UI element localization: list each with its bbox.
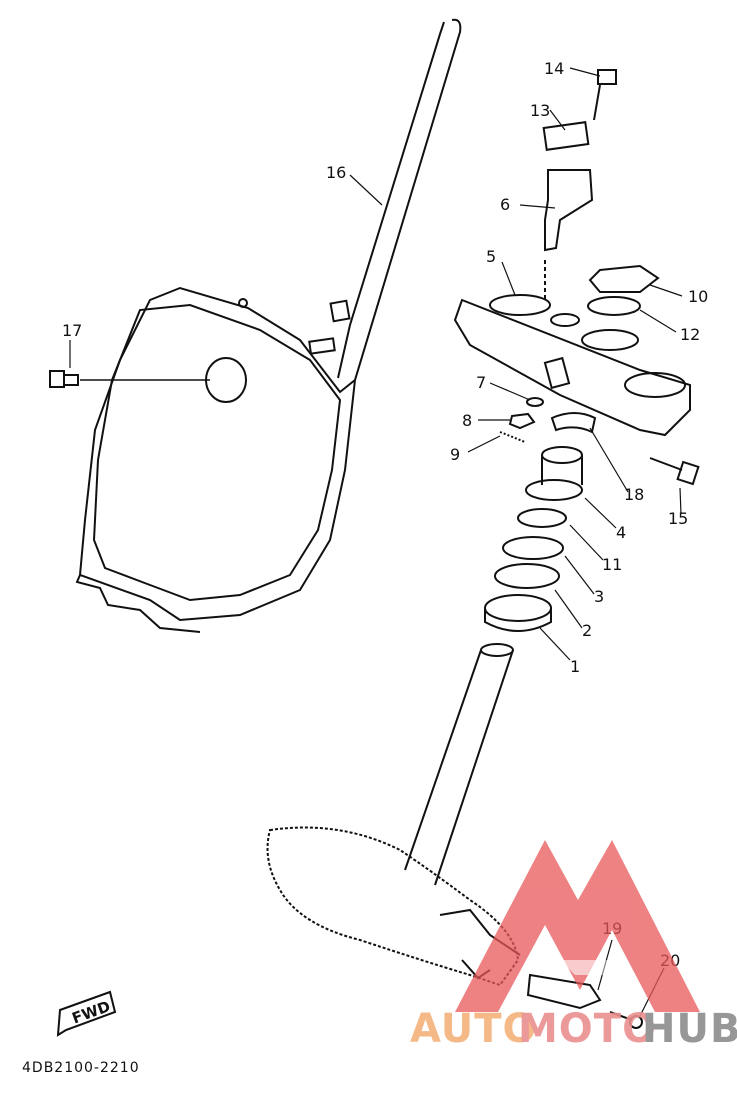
watermark-hub: HUB <box>642 1006 737 1052</box>
callout-10: 10 <box>688 287 708 306</box>
watermark-moto: MOTO <box>518 1006 657 1052</box>
callout-1: 1 <box>570 657 580 676</box>
callout-7: 7 <box>476 373 486 392</box>
nut-10-washer-12 <box>587 264 660 316</box>
watermark-text: AUTO MOTO HUB <box>410 1006 737 1052</box>
callout-12: 12 <box>680 325 700 344</box>
bolt-15 <box>649 457 700 486</box>
callout-3: 3 <box>594 587 604 606</box>
fwd-arrow: FWD <box>56 990 117 1037</box>
callout-6: 6 <box>500 195 510 214</box>
callout-2: 2 <box>582 621 592 640</box>
callout-5: 5 <box>486 247 496 266</box>
callout-9: 9 <box>450 445 460 464</box>
upper-bracket <box>453 294 691 437</box>
bolt-17 <box>49 370 210 388</box>
diagram-code: 4DB2100-2210 <box>22 1060 140 1076</box>
fwd-label: FWD <box>70 997 113 1027</box>
bearing-stack <box>484 446 583 632</box>
callout-16: 16 <box>326 163 346 182</box>
callout-13: 13 <box>530 101 550 120</box>
callout-4: 4 <box>616 523 626 542</box>
callout-11: 11 <box>602 555 622 574</box>
callout-14: 14 <box>544 59 564 78</box>
watermark-auto: AUTO <box>410 1006 538 1052</box>
watermark-logo <box>455 840 700 1012</box>
callout-15: 15 <box>668 509 688 528</box>
leader-lines <box>69 67 683 1017</box>
callout-8: 8 <box>462 411 472 430</box>
callout-numbers: 1 2 3 4 5 6 7 8 9 10 11 12 13 14 15 16 1… <box>62 59 708 970</box>
steering-stem <box>266 643 521 987</box>
callout-18: 18 <box>624 485 644 504</box>
handlebar-holder <box>542 69 617 300</box>
callout-17: 17 <box>62 321 82 340</box>
number-plate <box>75 18 462 633</box>
